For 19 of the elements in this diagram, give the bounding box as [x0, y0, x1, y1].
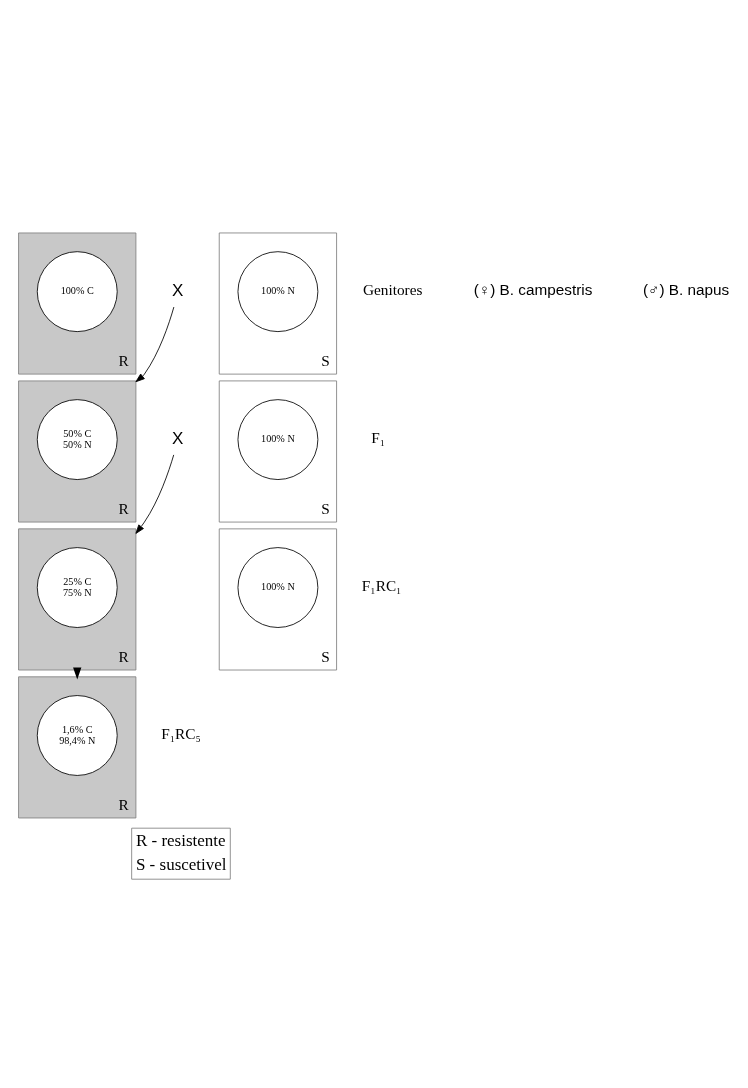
- node-circle: 50% C 50% N: [36, 399, 118, 480]
- arrow: [135, 306, 175, 383]
- label: F₁RC₁: [361, 577, 402, 595]
- node-circle: 1,6% C 98,4% N: [36, 695, 118, 776]
- label: (♀) B. campestris: [473, 281, 593, 299]
- label: (♂) B. napus: [642, 281, 730, 299]
- node-text: X: [171, 428, 184, 448]
- node-text: X: [171, 280, 184, 300]
- label: F₁: [371, 429, 386, 447]
- node-circle: 100% N: [237, 547, 319, 628]
- label: F₁RC₅: [161, 725, 201, 743]
- node-circle: 100% N: [237, 399, 319, 480]
- label: S - suscetivel: [135, 854, 227, 874]
- arrow: [135, 454, 175, 534]
- label: Genitores: [362, 281, 423, 299]
- node-circle: 100% N: [237, 251, 319, 333]
- node-circle: 100% C: [36, 251, 118, 333]
- node-circle: 25% C 75% N: [36, 547, 118, 628]
- label: R - resistente: [135, 831, 226, 851]
